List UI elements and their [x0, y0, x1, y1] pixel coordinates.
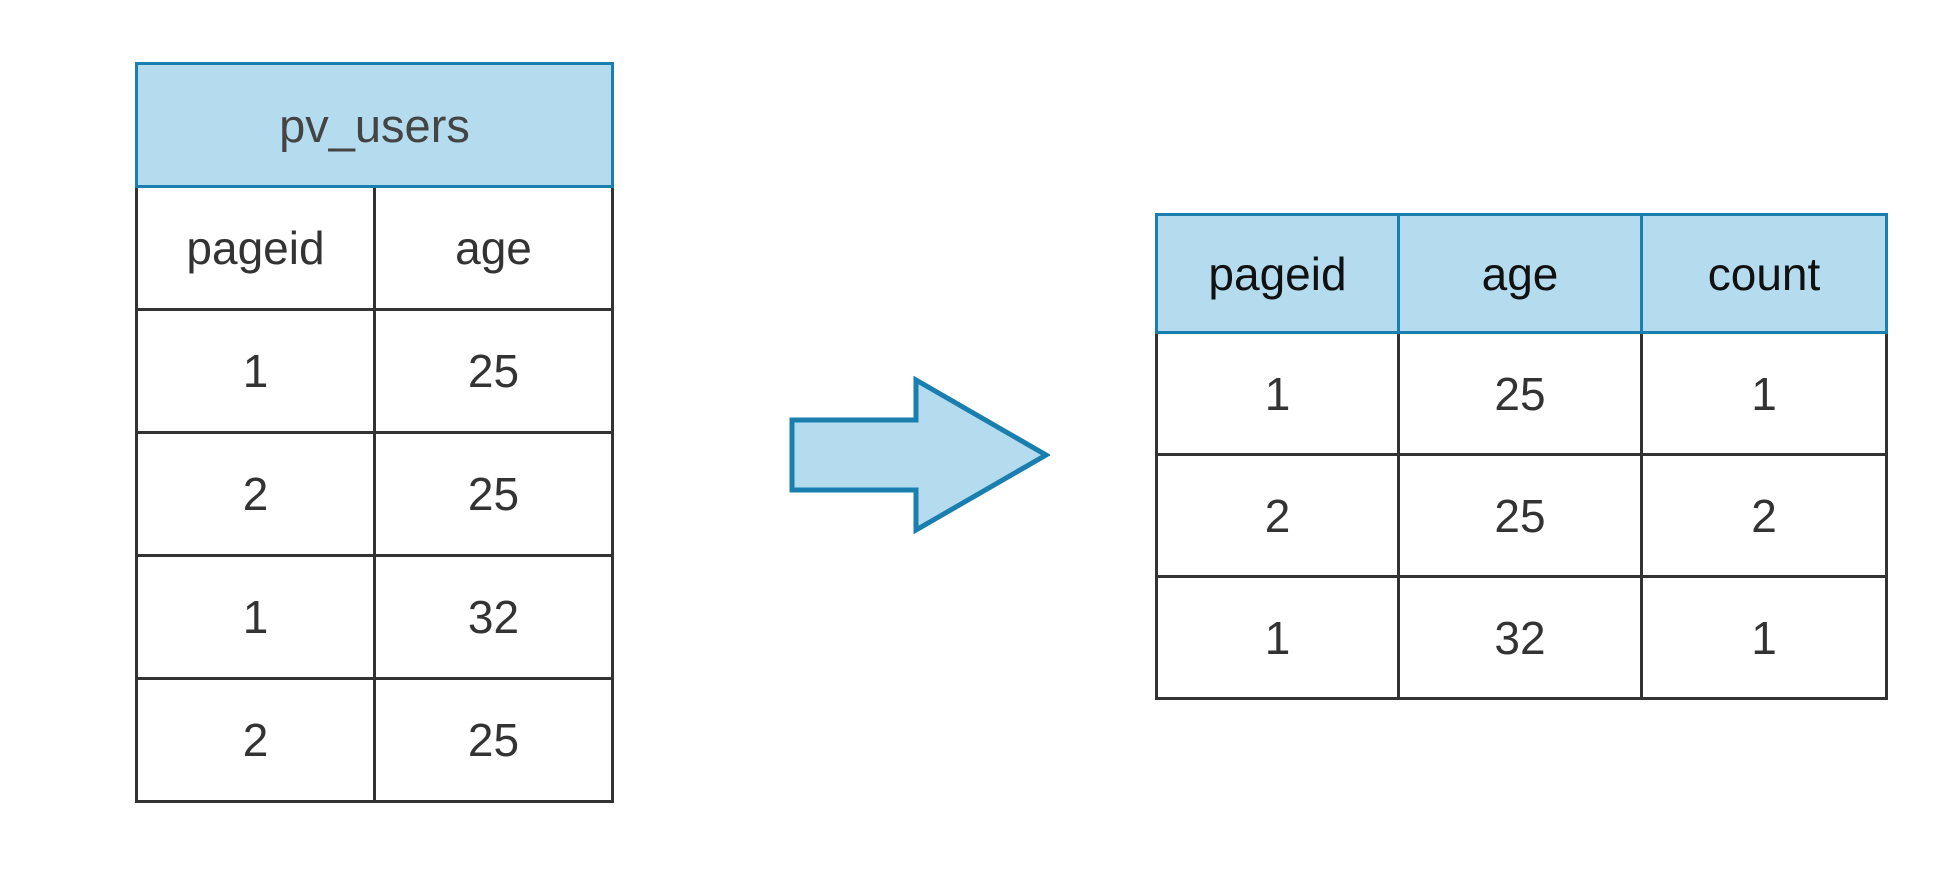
result-cell-count: 2 [1640, 453, 1888, 578]
source-cell-age: 32 [373, 554, 614, 680]
result-table: pageid age count 1 25 1 2 25 2 1 32 1 [1155, 213, 1888, 700]
result-cell-age: 25 [1397, 453, 1643, 578]
source-cell-pageid: 1 [135, 554, 376, 680]
table-row: 1 25 1 [1155, 331, 1888, 456]
table-row: 2 25 [135, 677, 614, 803]
result-cell-pageid: 1 [1155, 575, 1400, 700]
result-cell-pageid: 2 [1155, 453, 1400, 578]
result-column-header-pageid: pageid [1155, 213, 1400, 334]
source-cell-age: 25 [373, 308, 614, 434]
table-row: 1 25 [135, 308, 614, 434]
result-column-header-age: age [1397, 213, 1643, 334]
source-table-title-row: pv_users [135, 62, 614, 188]
result-cell-count: 1 [1640, 331, 1888, 456]
result-cell-age: 25 [1397, 331, 1643, 456]
source-table-title: pv_users [135, 62, 614, 188]
table-row: 2 25 2 [1155, 453, 1888, 578]
source-table: pv_users pageid age 1 25 2 25 1 32 2 25 [135, 62, 614, 803]
table-row: 1 32 [135, 554, 614, 680]
source-cell-pageid: 2 [135, 431, 376, 557]
table-row: 1 32 1 [1155, 575, 1888, 700]
result-cell-count: 1 [1640, 575, 1888, 700]
source-cell-age: 25 [373, 677, 614, 803]
result-cell-pageid: 1 [1155, 331, 1400, 456]
source-cell-age: 25 [373, 431, 614, 557]
result-cell-age: 32 [1397, 575, 1643, 700]
source-table-header-row: pageid age [135, 185, 614, 311]
source-column-header-age: age [373, 185, 614, 311]
source-column-header-pageid: pageid [135, 185, 376, 311]
right-arrow-shape [789, 376, 1050, 534]
right-arrow-icon [789, 376, 1050, 534]
source-cell-pageid: 1 [135, 308, 376, 434]
table-row: 2 25 [135, 431, 614, 557]
source-cell-pageid: 2 [135, 677, 376, 803]
result-table-header-row: pageid age count [1155, 213, 1888, 334]
result-column-header-count: count [1640, 213, 1888, 334]
